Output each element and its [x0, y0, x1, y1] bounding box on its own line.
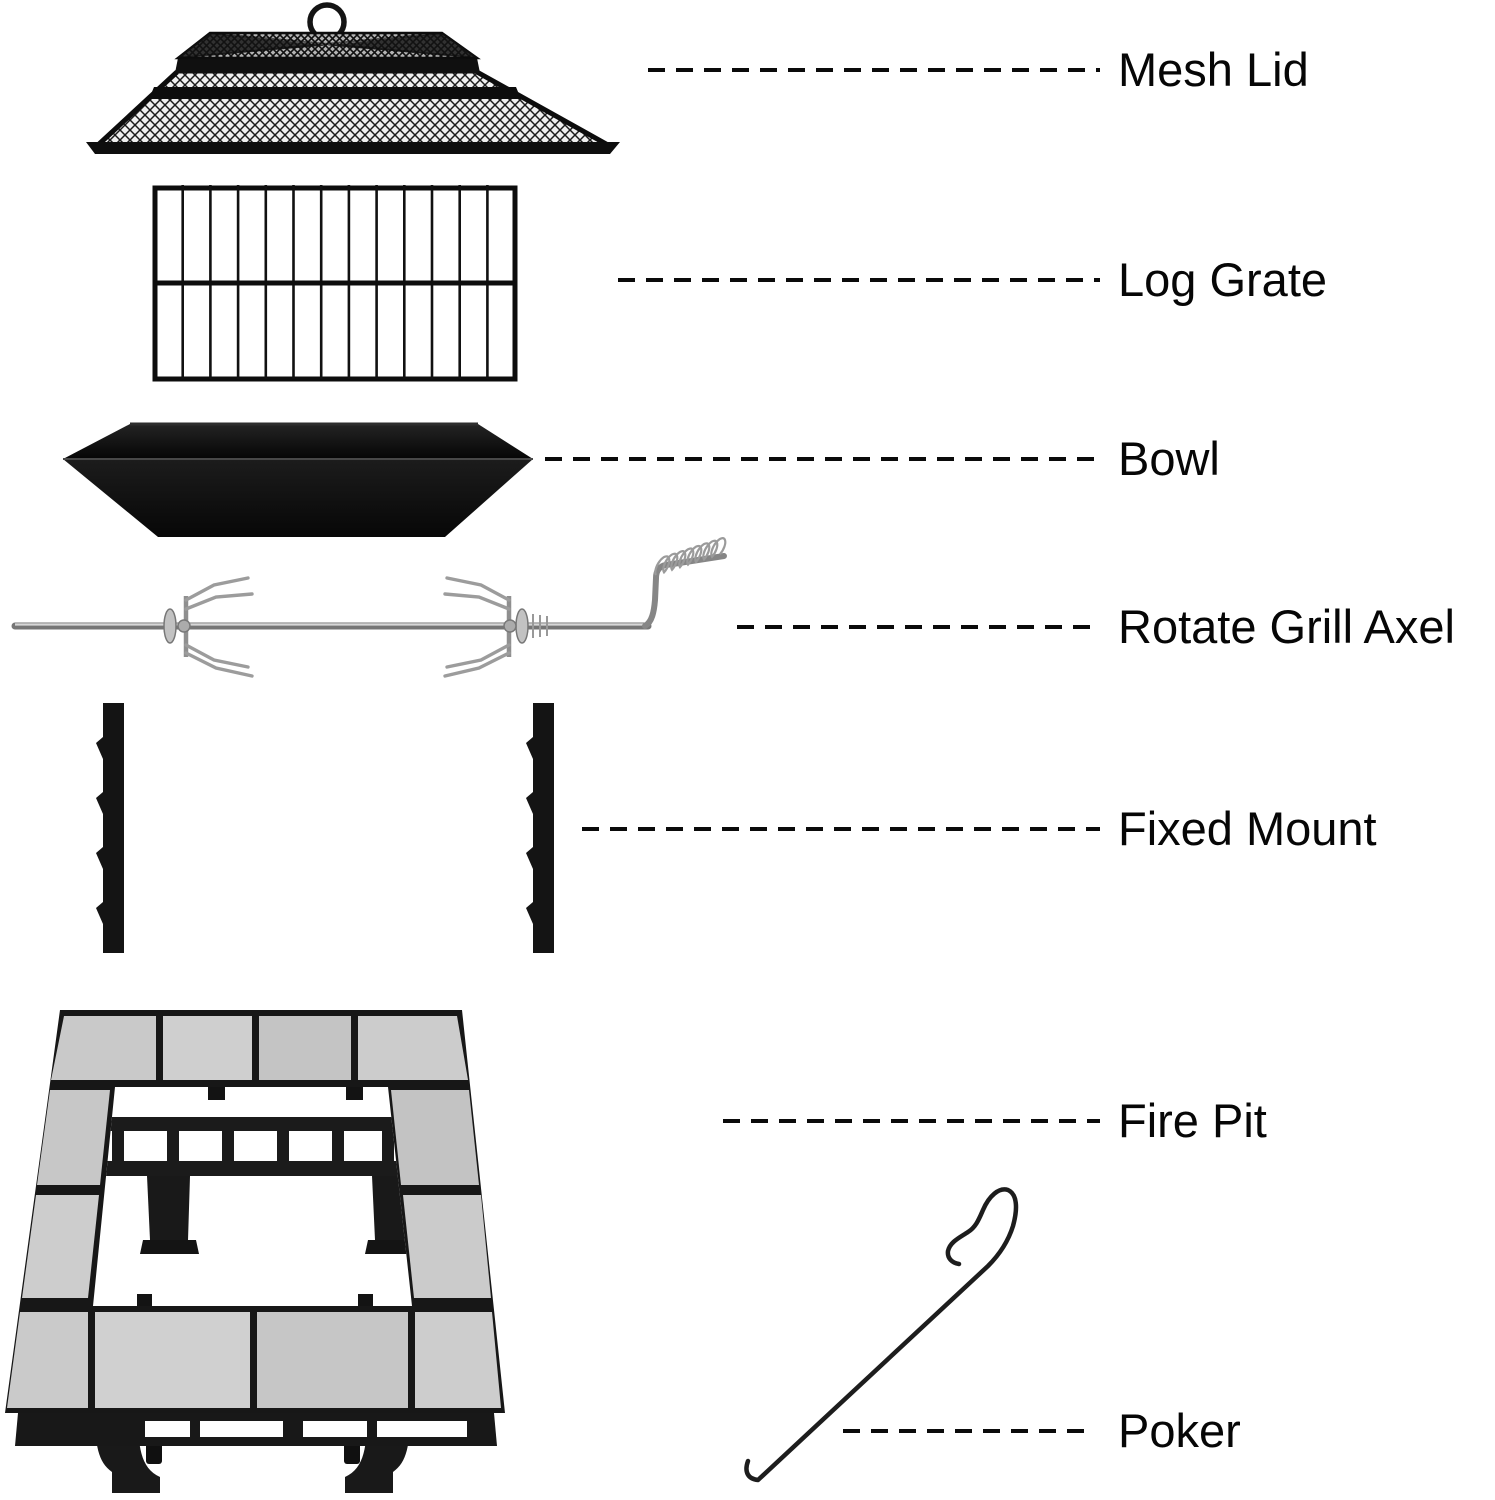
- mesh-lid-illustration: [86, 2, 620, 154]
- right-fork-wheel: [515, 608, 529, 644]
- poker-rod: [744, 1187, 1019, 1483]
- lid-side-frames: [96, 69, 610, 148]
- lid-top-cross: [177, 32, 478, 59]
- fixed-mount-illustration: [96, 703, 554, 953]
- right-fork-tines: [443, 576, 511, 678]
- left-fork-tines: [184, 576, 254, 678]
- axel-crank: [642, 553, 727, 629]
- bowl-opening: [63, 424, 533, 459]
- left-fork-collar: [177, 619, 191, 633]
- lid-top-shade-left: [178, 33, 327, 58]
- label-poker: Poker: [1118, 1404, 1241, 1457]
- poker-illustration: [744, 1187, 1019, 1483]
- axel-right-fork: [443, 576, 548, 678]
- label-fixed-mount: Fixed Mount: [1118, 802, 1377, 855]
- axel-crank-spring: [654, 537, 727, 576]
- label-bowl: Bowl: [1118, 432, 1220, 485]
- label-log-grate: Log Grate: [1118, 253, 1328, 306]
- bowl-illustration: [63, 422, 533, 537]
- fire-pit-tiles: [7, 1016, 501, 1408]
- lid-front-mesh: [94, 70, 614, 147]
- fixed-mount-left-post: [96, 703, 124, 953]
- rotate-grill-axel-illustration: [11, 537, 727, 678]
- right-fork-spring-ticks: [532, 614, 548, 638]
- axel-left-fork: [163, 576, 254, 678]
- label-fire-pit: Fire Pit: [1118, 1094, 1267, 1147]
- fire-pit-inner-structure: [103, 1087, 412, 1306]
- left-fork-wheel: [163, 608, 177, 644]
- bowl-body: [63, 459, 533, 537]
- log-grate-illustration: [152, 185, 518, 382]
- lid-bottom-rim: [86, 142, 620, 154]
- lid-mid-frame: [175, 58, 480, 73]
- lid-top-shade-right: [327, 33, 477, 58]
- lid-cross-bar: [149, 87, 521, 99]
- fire-pit-front-apron: [15, 1413, 497, 1446]
- fire-pit-illustration: [5, 1010, 505, 1493]
- leader-lines: [545, 68, 1100, 1433]
- label-mesh-lid: Mesh Lid: [1118, 43, 1309, 96]
- right-fork-collar: [503, 619, 517, 633]
- fixed-mount-right-post: [526, 703, 554, 953]
- label-rotate-grill-axel: Rotate Grill Axel: [1118, 600, 1455, 653]
